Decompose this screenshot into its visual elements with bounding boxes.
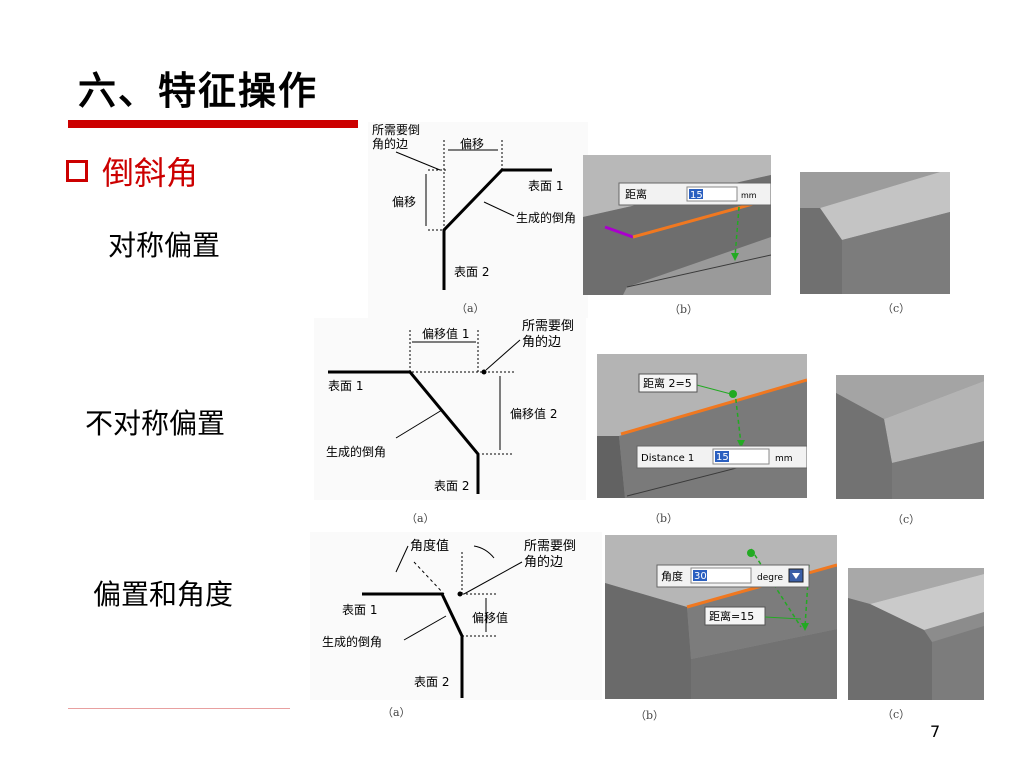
distance-unit: mm [741,191,757,200]
cad-view-offset-angle-b: 角度 30 degre 距离=15 （b） [605,535,837,722]
surface-2: 表面 2 [454,265,489,279]
offset-label: 偏移值 [472,610,508,625]
surface-2: 表面 2 [414,675,449,689]
edge-note-1: 所需要倒 [522,319,574,334]
surface-1: 表面 1 [342,603,377,617]
caption-a: （a） [382,706,411,719]
edge-note-2: 角的边 [372,136,408,151]
caption-c: （c） [882,708,910,721]
cad-view-asymmetric-b: 距离 2=5 Distance 1 15 mm （b） [597,354,807,525]
caption-b: （b） [635,709,664,722]
distance-field-label: 距离 [625,187,647,201]
cad-view-symmetric-c: （c） [800,172,950,315]
caption-b: （b） [649,512,678,525]
chevron-down-icon [792,573,800,579]
caption-a: （a） [456,302,485,315]
diagram-offset-angle: 角度值 所需要倒 角的边 偏移值 表面 1 生成的倒角 表面 2 （a） [310,532,602,719]
chamfer-label: 生成的倒角 [326,444,386,459]
angle-field-label: 角度 [661,569,683,583]
distance-1-value: 15 [716,452,729,463]
edge-note-1: 所需要倒 [524,539,576,554]
cad-view-symmetric-b: 距离 15 mm （b） [583,155,771,316]
caption-c: （c） [892,513,920,526]
title-underline [68,120,358,128]
callout-distance: 距离=15 [709,609,754,623]
distance-1-unit: mm [775,454,793,464]
edge-note-2: 角的边 [522,334,561,350]
offset-top: 偏移 [460,136,484,151]
edge-note-2: 角的边 [524,554,563,570]
row-label-asymmetric: 不对称偏置 [85,407,226,440]
section-heading: 倒斜角 [66,148,198,194]
chamfer-label: 生成的倒角 [322,634,382,649]
row-label-symmetric: 对称偏置 [108,229,221,262]
caption-c: （c） [882,302,910,315]
page-number: 7 [930,722,941,741]
row-label-offset-angle: 偏置和角度 [93,578,234,611]
distance-input-value: 15 [690,190,703,201]
surface-1: 表面 1 [328,379,363,393]
angle-input-value: 30 [694,571,707,582]
offset-2: 偏移值 2 [510,406,557,421]
diagram-symmetric: 所需要倒 角的边 偏移 偏移 表面 1 表面 2 生成的倒角 （a） [368,122,588,318]
section-title: 倒斜角 [102,154,199,192]
cad-view-offset-angle-c: （c） [848,568,984,721]
footer-divider [68,708,290,709]
caption-a: （a） [406,512,435,525]
square-bullet-icon [66,160,88,182]
surface-1: 表面 1 [528,179,563,193]
callout-distance-2: 距离 2=5 [643,376,692,390]
chamfer-label: 生成的倒角 [516,210,576,225]
caption-b: （b） [669,303,698,316]
angle-label: 角度值 [410,538,449,554]
angle-unit: degre [757,573,783,583]
page-title: 六、特征操作 [78,69,319,113]
edge-note-1: 所需要倒 [372,123,420,137]
cad-view-asymmetric-c: （c） [836,375,984,526]
diagram-asymmetric: 偏移值 1 所需要倒 角的边 偏移值 2 表面 1 生成的倒角 表面 2 （a） [314,318,586,525]
offset-side: 偏移 [392,194,416,209]
surface-2: 表面 2 [434,479,469,493]
distance-1-label: Distance 1 [641,453,694,464]
offset-1: 偏移值 1 [422,326,469,341]
